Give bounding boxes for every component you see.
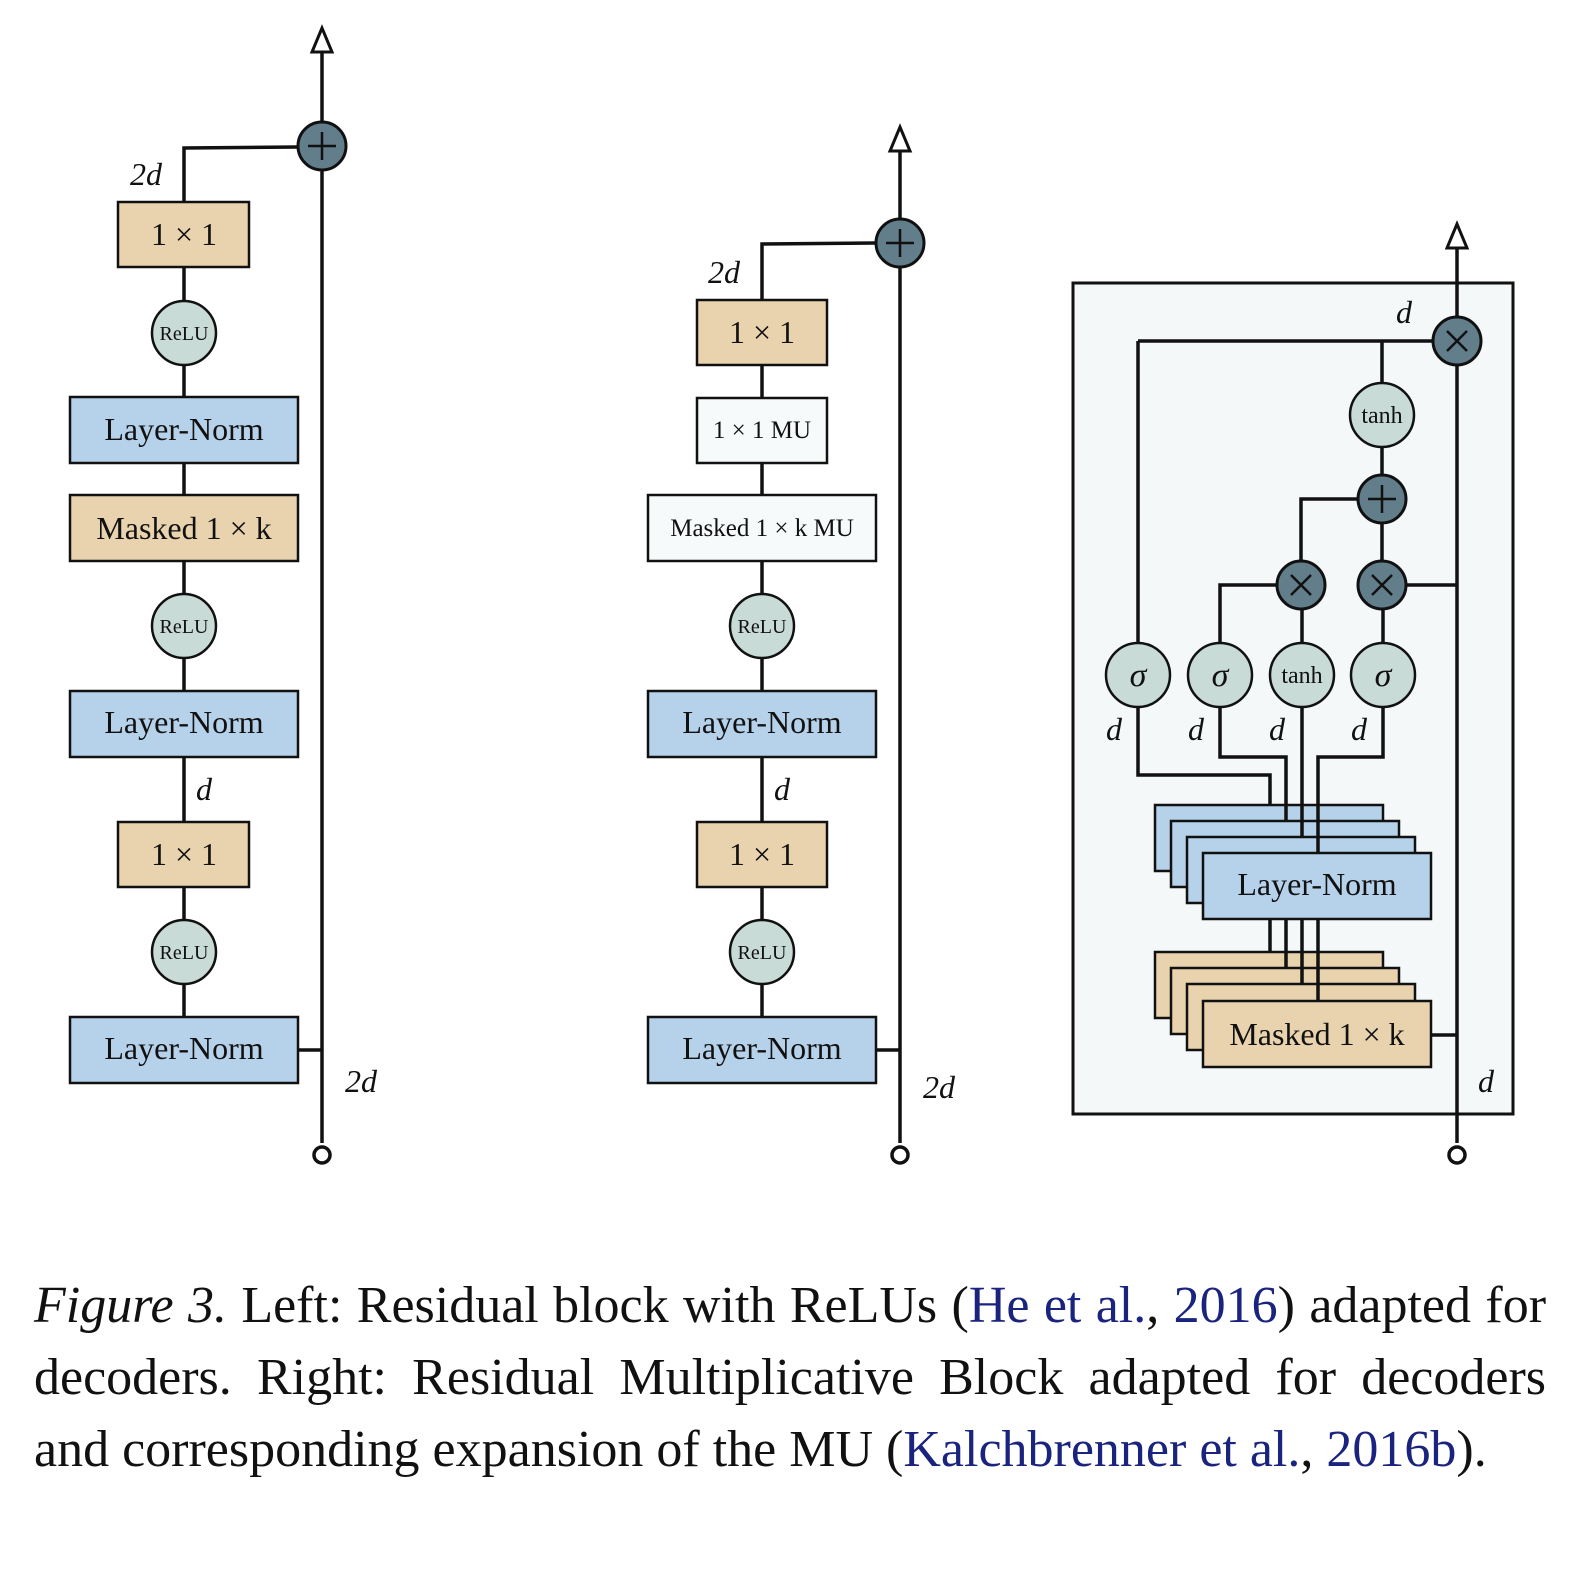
mu-gate-d-2: d — [1188, 711, 1205, 747]
left-label-mid-d: d — [196, 771, 213, 807]
mu-tanh-gate: tanh — [1268, 641, 1336, 709]
mu-layernorm-stack: Layer-Norm — [1153, 803, 1433, 921]
svg-text:ReLU: ReLU — [160, 942, 209, 964]
citation-kalchbrenner-year[interactable]: 2016b — [1326, 1421, 1457, 1478]
caption-text-4: , — [1300, 1421, 1327, 1478]
middle-relu-2: ReLU — [728, 918, 796, 986]
svg-text:ReLU: ReLU — [160, 616, 209, 638]
left-output-arrow — [309, 24, 335, 54]
svg-text:ReLU: ReLU — [738, 942, 787, 964]
left-conv-bottom: 1 × 1 — [116, 820, 251, 889]
citation-he-authors[interactable]: He et al. — [968, 1277, 1147, 1334]
left-input-terminal — [312, 1145, 332, 1165]
mu-expansion-block: Masked 1 × k Layer-Norm σ σ — [1071, 220, 1515, 1165]
middle-conv-mu: 1 × 1 MU — [695, 396, 829, 465]
middle-label-bottom-2d: 2d — [923, 1069, 956, 1105]
citation-he-year[interactable]: 2016 — [1173, 1277, 1278, 1334]
svg-text:1 × 1: 1 × 1 — [151, 216, 217, 252]
left-layernorm-3: Layer-Norm — [68, 1015, 300, 1085]
mu-sigma-2: σ — [1186, 641, 1254, 709]
svg-text:1 × 1: 1 × 1 — [729, 836, 795, 872]
middle-residual-block: 1 × 1 1 × 1 MU Masked 1 × k MU ReLU Laye… — [646, 123, 956, 1165]
left-layernorm-1: Layer-Norm — [68, 395, 300, 465]
caption-text-2: , — [1146, 1277, 1174, 1334]
mu-input-terminal — [1447, 1145, 1467, 1165]
left-label-bottom-2d: 2d — [345, 1063, 378, 1099]
svg-text:ReLU: ReLU — [160, 323, 209, 345]
svg-text:Layer-Norm: Layer-Norm — [682, 1030, 841, 1066]
svg-text:Layer-Norm: Layer-Norm — [104, 411, 263, 447]
middle-branch-to-sum — [760, 241, 877, 246]
svg-text:1 × 1 MU: 1 × 1 MU — [713, 417, 811, 444]
caption-text-1: Left: Residual block with ReLUs ( — [226, 1277, 969, 1334]
left-relu-1: ReLU — [150, 299, 218, 367]
svg-text:ReLU: ReLU — [738, 616, 787, 638]
middle-relu-1: ReLU — [728, 592, 796, 660]
middle-plus-node — [874, 217, 926, 269]
left-relu-2: ReLU — [150, 592, 218, 660]
middle-layernorm-1: Layer-Norm — [646, 689, 878, 759]
middle-conv-bottom: 1 × 1 — [695, 820, 829, 889]
figure-label: Figure 3. — [34, 1277, 227, 1334]
mu-times-node-1 — [1275, 559, 1327, 611]
svg-text:Masked 1 × k: Masked 1 × k — [1229, 1016, 1404, 1052]
svg-text:Layer-Norm: Layer-Norm — [104, 1030, 263, 1066]
mu-times-node-2 — [1356, 559, 1408, 611]
middle-masked-mu: Masked 1 × k MU — [646, 493, 878, 563]
middle-output-arrow — [887, 123, 913, 153]
middle-label-top-2d: 2d — [708, 254, 741, 290]
mu-label-top-d: d — [1396, 294, 1413, 330]
mu-gate-d-4: d — [1351, 711, 1368, 747]
svg-text:σ: σ — [1130, 657, 1148, 694]
svg-text:tanh: tanh — [1361, 403, 1402, 429]
mu-masked-stack: Masked 1 × k — [1153, 950, 1433, 1069]
caption-text-5: ). — [1456, 1421, 1487, 1478]
mu-output-arrow — [1444, 220, 1470, 250]
svg-text:Layer-Norm: Layer-Norm — [104, 704, 263, 740]
svg-text:1 × 1: 1 × 1 — [151, 836, 217, 872]
left-label-top-2d: 2d — [130, 156, 163, 192]
mu-sigma-3: σ — [1349, 641, 1417, 709]
svg-text:1 × 1: 1 × 1 — [729, 314, 795, 350]
svg-text:Masked 1 × k: Masked 1 × k — [96, 510, 271, 546]
svg-text:σ: σ — [1212, 657, 1230, 694]
left-conv-top: 1 × 1 — [116, 200, 251, 269]
mu-times-node-out — [1431, 315, 1483, 367]
left-relu-3: ReLU — [150, 918, 218, 986]
left-branch-to-sum — [182, 145, 299, 150]
svg-text:Layer-Norm: Layer-Norm — [1237, 866, 1396, 902]
left-residual-block: 1 × 1 ReLU Layer-Norm Masked 1 × k ReLU … — [68, 24, 378, 1165]
svg-text:σ: σ — [1375, 657, 1393, 694]
middle-input-terminal — [890, 1145, 910, 1165]
mu-plus-node — [1356, 473, 1408, 525]
mu-gate-d-3: d — [1269, 711, 1286, 747]
middle-label-mid-d: d — [774, 771, 791, 807]
left-plus-node — [296, 120, 348, 172]
svg-text:Masked 1 × k MU: Masked 1 × k MU — [670, 515, 854, 542]
figure-caption: Figure 3. Left: Residual block with ReLU… — [34, 1270, 1546, 1486]
mu-label-bottom-d: d — [1478, 1063, 1495, 1099]
svg-text:Layer-Norm: Layer-Norm — [682, 704, 841, 740]
architecture-diagram: 1 × 1 ReLU Layer-Norm Masked 1 × k ReLU … — [68, 24, 1515, 1165]
middle-layernorm-2: Layer-Norm — [646, 1015, 878, 1085]
svg-text:tanh: tanh — [1281, 663, 1322, 689]
mu-tanh-top: tanh — [1348, 381, 1416, 449]
left-layernorm-2: Layer-Norm — [68, 689, 300, 759]
caption-text-3: ) adapted for decoders. Right: Residual … — [34, 1277, 1547, 1478]
left-masked-conv: Masked 1 × k — [68, 493, 300, 563]
middle-conv-top: 1 × 1 — [695, 298, 829, 367]
mu-sigma-1: σ — [1104, 641, 1172, 709]
citation-kalchbrenner-authors[interactable]: Kalchbrenner et al. — [903, 1421, 1301, 1478]
mu-gate-d-1: d — [1106, 711, 1123, 747]
